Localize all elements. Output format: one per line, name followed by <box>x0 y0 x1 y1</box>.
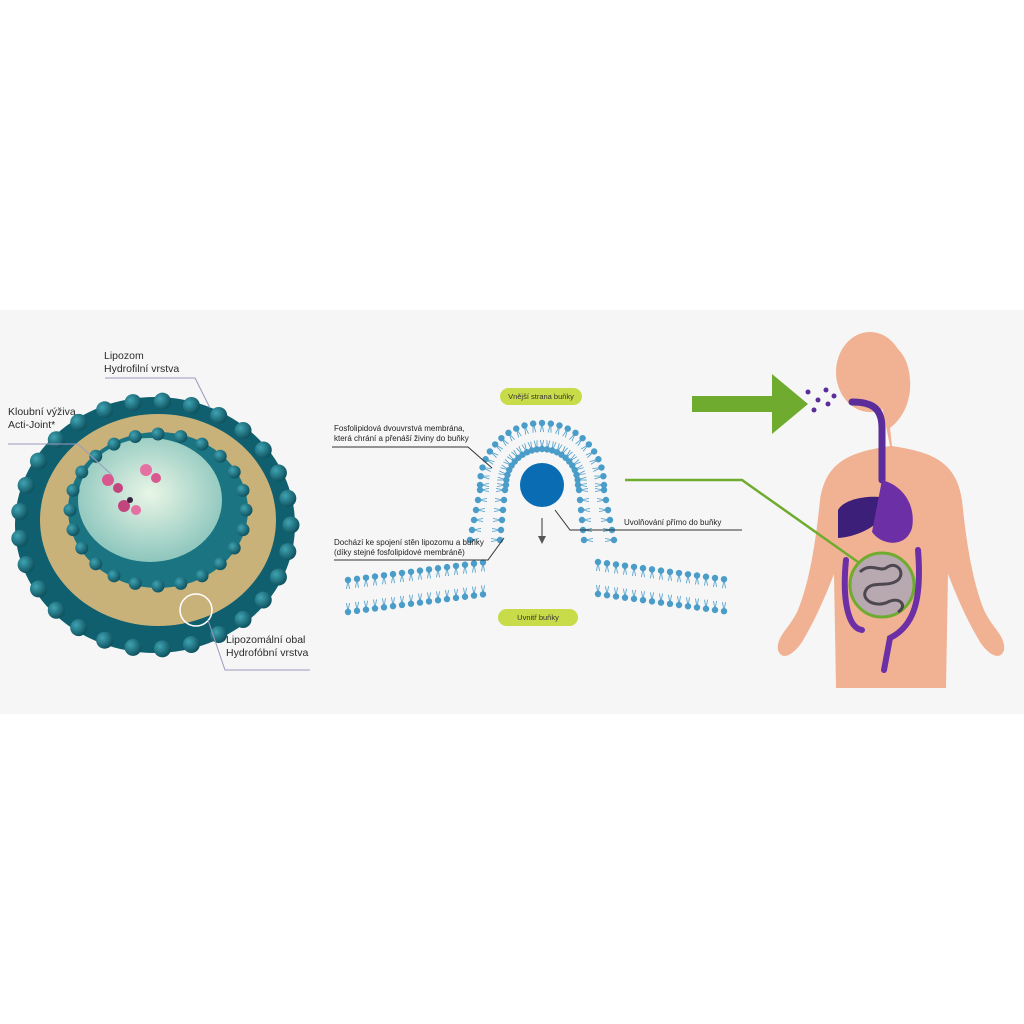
phospholipid-bilayer <box>344 419 728 616</box>
label-liposome: Lipozom Hydrofilní vrstva <box>104 350 180 375</box>
intake-arrow <box>692 374 808 434</box>
small-intestine <box>858 563 904 614</box>
liposome-illustration <box>8 377 310 671</box>
leader-line-bilayer <box>332 446 493 469</box>
particle-cloud <box>802 387 837 413</box>
label-release: Uvolňování přímo do buňky <box>624 518 722 527</box>
liposome-vesicle <box>520 463 564 507</box>
nutrient-particles <box>102 464 161 515</box>
leader-line-left <box>8 443 113 476</box>
label-joint-nutrition: Kloubní výživa Acti-Joint* <box>8 406 76 431</box>
connector-line <box>625 478 859 564</box>
label-fusion: Dochází ke spojení stěn lipozomu a buňky… <box>334 538 484 557</box>
diagram-illustration <box>8 332 1005 688</box>
badge-outside-cell: Vnější strana buňky <box>500 388 582 405</box>
leader-line-release <box>554 509 742 531</box>
esophagus <box>848 398 886 484</box>
human-body-illustration <box>625 332 1005 688</box>
label-bilayer: Fosfolipidová dvouvrstvá membrána, která… <box>334 424 469 443</box>
leader-line-fusion <box>334 537 505 561</box>
membrane-fusion-illustration <box>332 419 742 616</box>
label-liposomal-shell: Lipozomální obal Hydrofóbní vrstva <box>226 634 309 659</box>
large-intestine <box>841 547 922 673</box>
leader-line-top <box>105 377 211 409</box>
stomach <box>872 480 913 543</box>
badge-inside-cell: Uvnitř buňky <box>498 609 578 626</box>
diagram-panel: Lipozom Hydrofilní vrstva Kloubní výživa… <box>0 310 1024 714</box>
detail-highlight-circle <box>179 593 213 627</box>
head <box>836 332 904 412</box>
leader-line-bottom <box>207 619 310 671</box>
release-arrow-head <box>538 536 546 544</box>
liposome-core <box>78 438 222 562</box>
